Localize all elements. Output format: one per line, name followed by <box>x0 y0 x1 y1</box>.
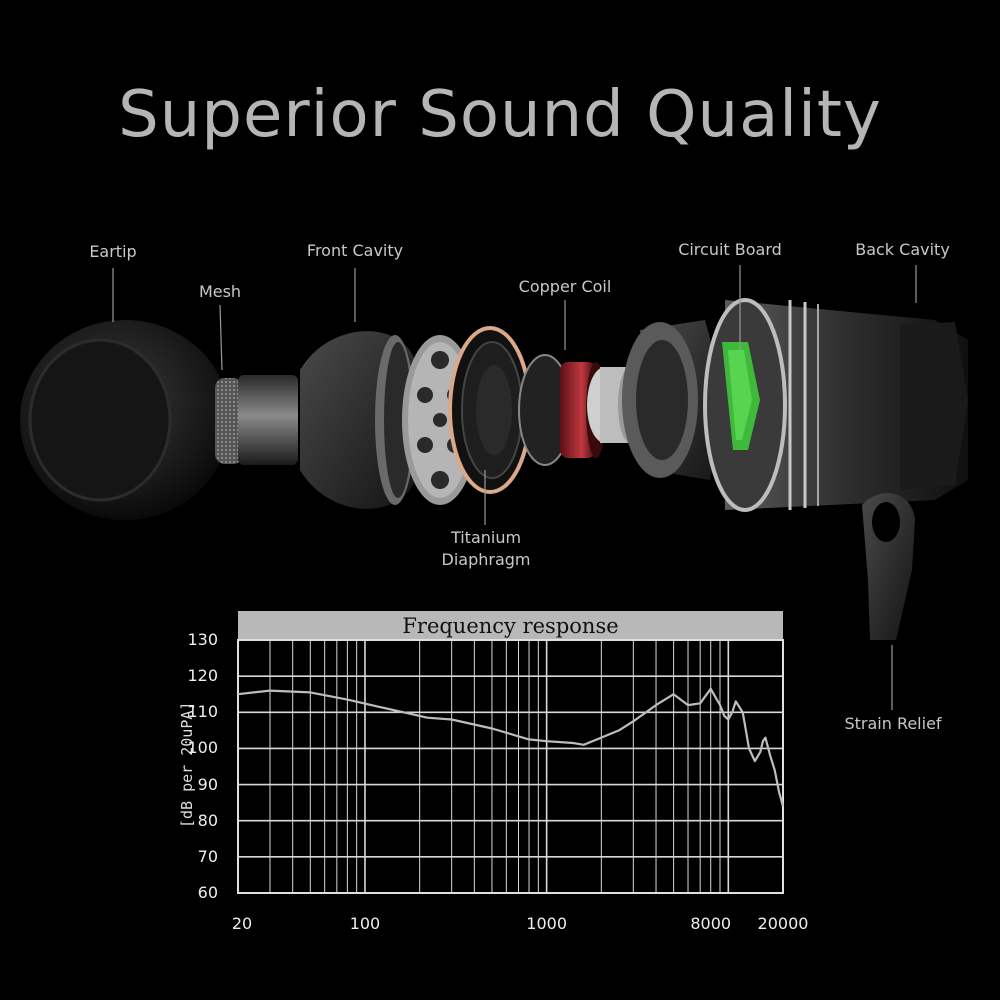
x-tick-label: 20000 <box>757 914 809 933</box>
x-tick-label: 100 <box>349 914 381 933</box>
y-tick-label: 90 <box>197 774 218 794</box>
titanium-diaphragm <box>448 326 532 494</box>
y-tick-label: 60 <box>197 883 218 902</box>
chart-title-bar <box>238 611 783 640</box>
x-tick-label: 20 <box>231 914 253 933</box>
y-tick-label: 70 <box>197 846 218 866</box>
label-strain-relief: Strain Relief <box>844 714 942 733</box>
series-line-0 <box>237 687 785 807</box>
label-eartip: Eartip <box>89 242 137 261</box>
y-tick-label: 120 <box>187 666 218 686</box>
label-titanium-line2: Diaphragm <box>441 550 531 569</box>
x-tick-label: 8000 <box>690 914 732 933</box>
chart-title: Frequency response <box>402 614 619 638</box>
label-front-cavity: Front Cavity <box>306 241 404 260</box>
x-tick-label: 1000 <box>526 914 567 933</box>
label-copper-coil: Copper Coil <box>518 277 612 296</box>
y-tick-label: 80 <box>197 810 218 830</box>
page-title: Superior Sound Quality <box>118 78 882 152</box>
driver-housing <box>622 320 725 480</box>
y-tick-label: 130 <box>187 630 218 649</box>
strain-relief <box>862 493 915 640</box>
label-titanium-diaphragm: Titanium Diaphragm <box>430 527 542 571</box>
chart-frame <box>237 639 784 894</box>
label-circuit-board: Circuit Board <box>678 240 782 259</box>
label-mesh: Mesh <box>198 282 242 301</box>
y-tick-label: 110 <box>187 702 218 722</box>
label-back-cavity: Back Cavity <box>855 240 950 259</box>
circuit-board <box>722 342 760 450</box>
mesh <box>215 375 298 465</box>
y-tick-label: 100 <box>187 738 218 758</box>
front-cavity <box>300 331 415 509</box>
eartip <box>20 320 230 520</box>
label-titanium-line1: Titanium <box>450 528 522 547</box>
leader-lines <box>112 265 917 710</box>
